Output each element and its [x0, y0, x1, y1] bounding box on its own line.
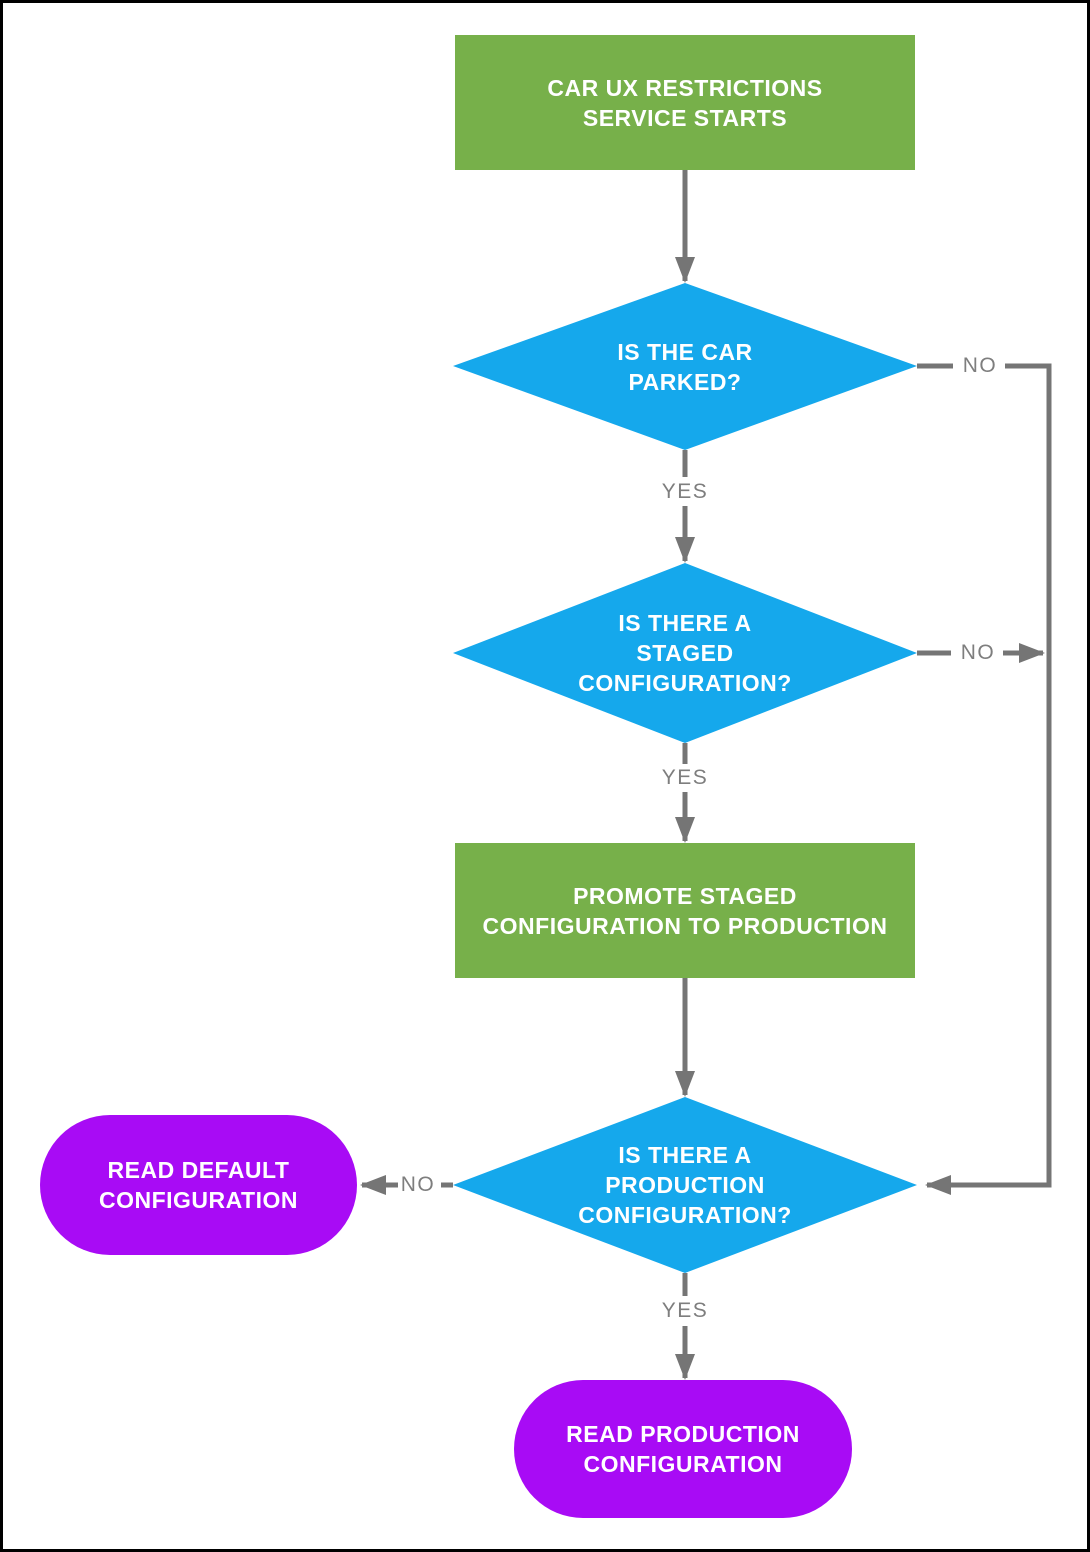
node-read-production-shape [514, 1380, 852, 1518]
node-read-default-shape [40, 1115, 357, 1255]
node-has-production-shape [453, 1097, 917, 1273]
node-start-shape [455, 35, 915, 170]
diagram-shapes-and-connectors [40, 35, 1052, 1518]
node-promote-shape [455, 843, 915, 978]
connector-group [360, 170, 1052, 1380]
edge-no-rail-to-production [925, 363, 1052, 1195]
node-has-staged-shape [453, 563, 917, 743]
node-is-parked-shape [453, 283, 917, 450]
